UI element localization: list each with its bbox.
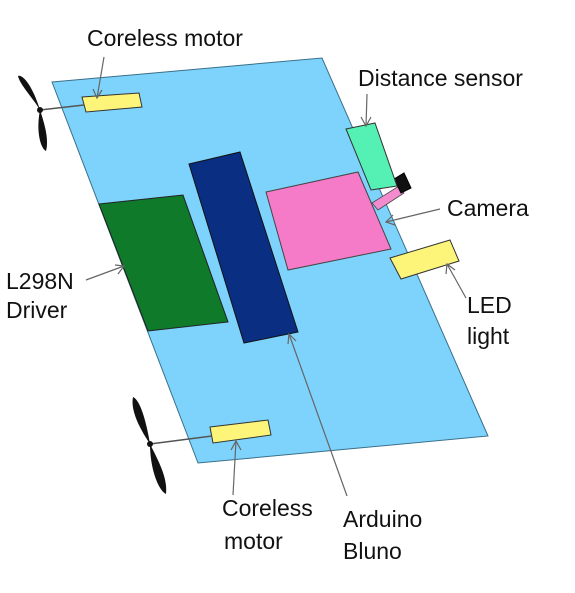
label-motor-bottom: motor: [224, 528, 283, 554]
label-coreless-bottom: Coreless: [222, 495, 313, 521]
propeller-bottom-hub: [147, 441, 153, 447]
leader-lines: [85, 56, 467, 497]
camera-ribbon: [371, 185, 405, 211]
propeller-top-blade-2: [38, 110, 48, 151]
label-light: light: [467, 323, 510, 349]
label-bluno: Bluno: [343, 538, 402, 564]
camera-module: [393, 172, 412, 194]
l298n-driver-board: [98, 194, 229, 332]
camera-board: [265, 171, 392, 271]
label-camera: Camera: [447, 195, 529, 221]
arduino-bluno-board: [188, 151, 299, 344]
coreless-motor-bottom: [209, 419, 272, 444]
label-l298n: L298N: [6, 268, 74, 294]
propeller-top-icon: [18, 75, 40, 110]
label-driver: Driver: [6, 297, 68, 323]
motor-shaft-top: [39, 104, 85, 111]
propeller-top-hub: [37, 107, 43, 113]
propeller-bottom-blade-2: [150, 444, 167, 494]
label-coreless-motor-top: Coreless motor: [87, 25, 243, 51]
propeller-bottom-icon: [132, 397, 150, 444]
motor-shaft-bottom: [149, 435, 213, 445]
led-light-module: [389, 239, 460, 280]
label-arduino: Arduino: [343, 506, 423, 532]
label-led: LED: [467, 292, 512, 318]
label-distance-sensor: Distance sensor: [358, 65, 523, 91]
